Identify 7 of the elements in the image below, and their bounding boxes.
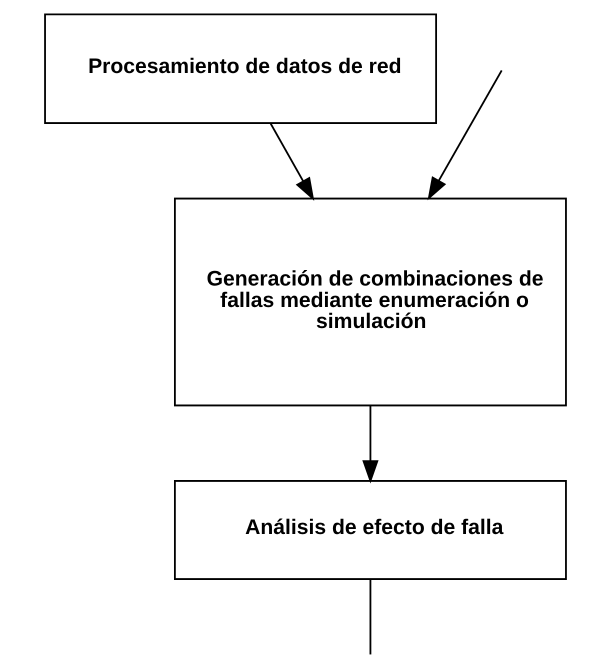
node-box: Generación de combinaciones de fallas mediante enumeración o simulación bbox=[173, 198, 566, 406]
arrow bbox=[269, 123, 314, 201]
connector bbox=[369, 579, 371, 654]
node-box: Análisis de efecto de falla bbox=[173, 480, 566, 580]
arrow bbox=[427, 70, 502, 200]
node-box: Procesamiento de datos de red bbox=[44, 13, 437, 124]
arrow bbox=[362, 405, 378, 484]
